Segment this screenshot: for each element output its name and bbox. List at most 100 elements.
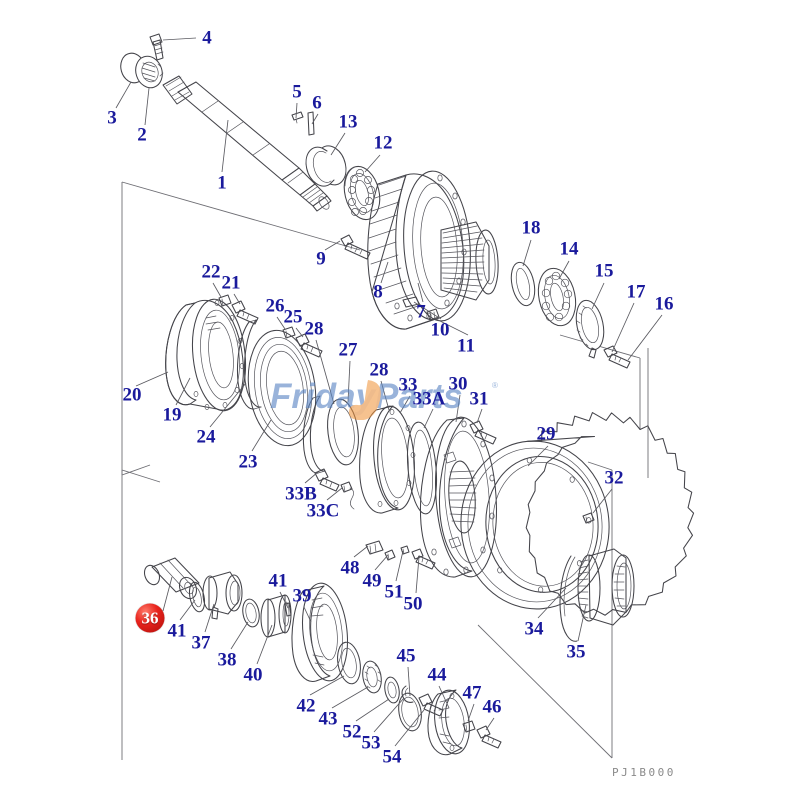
part-label-18[interactable]: 18 — [521, 217, 541, 239]
part-41b-pin — [284, 602, 292, 617]
part-label-33A[interactable]: 33A — [412, 388, 446, 410]
part-label-15[interactable]: 15 — [594, 260, 614, 282]
part-label-33B[interactable]: 33B — [285, 483, 317, 505]
part-label-10[interactable]: 10 — [430, 319, 450, 341]
part-label-50[interactable]: 50 — [403, 593, 423, 615]
part-17-bolt — [603, 345, 631, 369]
part-label-45[interactable]: 45 — [396, 645, 416, 667]
part-19-hub-carrier — [165, 298, 247, 412]
part-label-36[interactable]: 36 — [135, 603, 165, 633]
part-label-52[interactable]: 52 — [342, 721, 362, 743]
part-27-ring — [302, 395, 326, 474]
part-label-14[interactable]: 14 — [559, 238, 579, 260]
part-label-53[interactable]: 53 — [361, 732, 381, 754]
part-label-41a[interactable]: 41 — [167, 620, 187, 642]
part-label-28b[interactable]: 28 — [369, 359, 389, 381]
part-22-lock-plate — [218, 294, 232, 307]
part-33B-bolt — [314, 468, 340, 492]
part-label-26[interactable]: 26 — [265, 295, 285, 317]
part-label-38[interactable]: 38 — [217, 649, 237, 671]
part-5-pin — [291, 111, 304, 124]
part-label-48[interactable]: 48 — [340, 557, 360, 579]
part-29-sprocket — [460, 412, 695, 616]
part-label-4[interactable]: 4 — [202, 27, 212, 49]
part-label-27[interactable]: 27 — [338, 339, 358, 361]
part-37-collar — [202, 571, 243, 620]
part-15-lock-washer — [575, 299, 605, 359]
part-2-flange — [135, 55, 164, 89]
part-label-9[interactable]: 9 — [316, 248, 326, 270]
part-7-spline-hub — [440, 221, 499, 301]
part-20-cover-plate — [165, 302, 197, 406]
part-13-snap-ring — [305, 145, 347, 187]
part-label-43[interactable]: 43 — [318, 708, 338, 730]
part-label-34[interactable]: 34 — [524, 618, 544, 640]
part-4-bolt — [149, 33, 164, 61]
part-label-25[interactable]: 25 — [283, 306, 303, 328]
part-label-35[interactable]: 35 — [566, 641, 586, 663]
part-label-37[interactable]: 37 — [191, 632, 211, 654]
part-label-12[interactable]: 12 — [373, 132, 393, 154]
part-label-44[interactable]: 44 — [427, 664, 447, 686]
part-label-32[interactable]: 32 — [604, 467, 624, 489]
part-52-washer — [384, 676, 400, 704]
part-label-41b[interactable]: 41 — [268, 570, 288, 592]
part-39-hub-body — [291, 582, 348, 683]
part-label-8[interactable]: 8 — [373, 281, 383, 303]
part-label-31[interactable]: 31 — [469, 388, 489, 410]
part-46-bolt — [476, 725, 502, 749]
part-label-29[interactable]: 29 — [536, 423, 556, 445]
part-label-28a[interactable]: 28 — [304, 318, 324, 340]
part-33A-ring — [406, 421, 438, 515]
part-33-flange-plate — [359, 405, 416, 514]
part-label-42[interactable]: 42 — [296, 695, 316, 717]
part-label-7[interactable]: 7 — [416, 301, 426, 323]
part-11-plug — [426, 308, 440, 321]
part-31-bolt — [469, 420, 497, 445]
part-label-30[interactable]: 30 — [448, 373, 468, 395]
part-23-floating-seal — [247, 329, 317, 447]
part-1-shaft — [162, 75, 332, 212]
part-label-2[interactable]: 2 — [137, 124, 147, 146]
part-34-ring — [559, 555, 578, 642]
leader-lines — [115, 37, 663, 747]
part-48-lock-plate — [365, 540, 384, 555]
part-label-51[interactable]: 51 — [384, 581, 404, 603]
part-label-24[interactable]: 24 — [196, 426, 216, 448]
part-label-17[interactable]: 17 — [626, 281, 646, 303]
part-label-11[interactable]: 11 — [457, 335, 475, 357]
part-45-o-ring — [398, 692, 422, 732]
part-label-19[interactable]: 19 — [162, 404, 182, 426]
part-label-6[interactable]: 6 — [312, 92, 322, 114]
part-33C-lock — [340, 481, 355, 510]
part-label-16[interactable]: 16 — [654, 293, 674, 315]
part-label-20[interactable]: 20 — [122, 384, 142, 406]
part-25-bolt — [295, 333, 323, 358]
part-label-13[interactable]: 13 — [338, 111, 358, 133]
part-label-39[interactable]: 39 — [292, 585, 312, 607]
part-49-pin — [384, 549, 396, 561]
part-32-bolt — [582, 512, 595, 524]
part-label-5[interactable]: 5 — [292, 81, 302, 103]
diagram-footer-code: PJ1B000 — [612, 766, 676, 779]
part-label-3[interactable]: 3 — [107, 107, 117, 129]
part-label-47[interactable]: 47 — [462, 682, 482, 704]
part-label-33[interactable]: 33 — [398, 374, 418, 396]
part-label-22[interactable]: 22 — [201, 261, 221, 283]
frame-panel-middle — [121, 181, 641, 476]
part-label-21[interactable]: 21 — [221, 272, 241, 294]
part-label-33C[interactable]: 33C — [306, 500, 340, 522]
part-label-1[interactable]: 1 — [217, 172, 227, 194]
part-label-54[interactable]: 54 — [382, 746, 402, 768]
part-10-lock-tab — [402, 296, 420, 308]
part-label-23[interactable]: 23 — [238, 451, 258, 473]
part-43-roller-bearing — [362, 660, 382, 694]
part-label-49[interactable]: 49 — [362, 570, 382, 592]
part-label-46[interactable]: 46 — [482, 696, 502, 718]
frame-panel-bottom — [121, 461, 613, 760]
part-53-clip — [401, 685, 414, 703]
part-label-40[interactable]: 40 — [243, 664, 263, 686]
part-28-ring-a — [327, 398, 359, 466]
